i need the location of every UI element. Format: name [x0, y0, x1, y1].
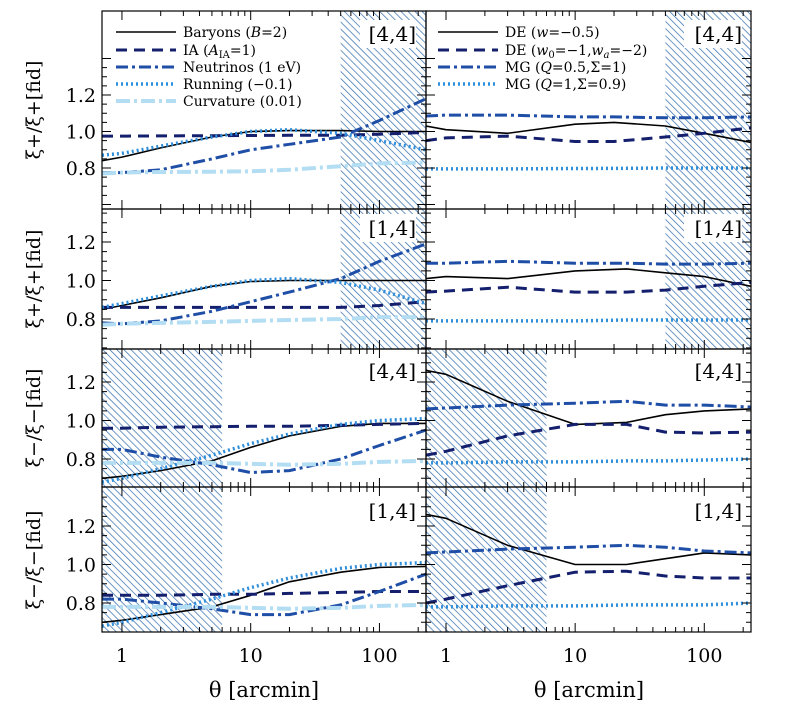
series-line-4	[426, 166, 751, 171]
series-line-2	[102, 421, 426, 430]
legend-label-de-w: DE (w=−0.5)	[505, 25, 600, 41]
series-line-2	[426, 422, 751, 457]
excluded-region	[102, 487, 223, 632]
x-tick-label: 1	[440, 645, 452, 667]
bin-label-left-row2: [1,4]	[369, 216, 416, 240]
series-line-1	[102, 422, 426, 480]
x-tick-label: 100	[686, 645, 722, 667]
legend-right: DE (w=−0.5) DE (w0=−1,wa=−2) MG (Q=0.5,Σ…	[438, 25, 647, 93]
series-line-4	[102, 127, 426, 157]
y-tick-label: 1.0	[66, 555, 96, 577]
x-tick-label: 1	[116, 645, 128, 667]
series-line-2	[426, 569, 751, 605]
series-line-5	[102, 458, 426, 467]
legend-label-baryons: Baryons (B=2)	[183, 25, 287, 41]
bin-label-left-row3: [4,4]	[369, 359, 416, 383]
bin-labels: [4,4] [4,4] [1,4] [1,4] [4,4] [4,4] [1,4…	[360, 20, 742, 523]
panel-frame	[425, 486, 752, 633]
y-axis-title-row1: ξ+/ξ+[fid]	[23, 61, 45, 160]
legend-left: Baryons (B=2) IA (AIA=1) Neutrinos (1 eV…	[116, 25, 302, 110]
series-line-1	[426, 268, 751, 288]
y-tick-label: 1.0	[66, 271, 96, 293]
y-tick-label: 0.8	[66, 309, 96, 331]
series-line-4	[102, 560, 426, 628]
series-line-4	[426, 318, 751, 323]
series-line-1	[426, 513, 751, 566]
series-line-3	[426, 399, 751, 411]
series-line-2	[102, 130, 426, 138]
legend-label-mg-q05: MG (Q=0.5,Σ=1)	[505, 60, 626, 76]
y-axis-title-row3: ξ−/ξ−[fid]	[23, 369, 45, 468]
series-line-2	[102, 590, 426, 597]
series-line-5	[102, 602, 426, 611]
excluded-region	[426, 487, 547, 632]
series-line-3	[102, 428, 426, 474]
y-axis-title-row2: ξ+/ξ+[fid]	[23, 230, 45, 329]
x-axis-title-left: θ [arcmin]	[209, 678, 319, 702]
legend-label-running: Running (−0.1)	[183, 77, 292, 93]
bin-label-right-row1: [4,4]	[695, 22, 742, 46]
bin-label-left-row4: [1,4]	[369, 499, 416, 523]
x-tick-label: 100	[361, 645, 397, 667]
excluded-region	[426, 349, 547, 487]
y-tick-label: 1.2	[66, 372, 96, 394]
y-axis-titles: ξ+/ξ+[fid] ξ+/ξ+[fid] ξ−/ξ−[fid] ξ−/ξ−[f…	[23, 61, 45, 610]
legend-label-mg-q1: MG (Q=1,Σ=0.9)	[505, 77, 626, 93]
y-tick-label: 1.2	[66, 516, 96, 538]
y-tick-label: 1.0	[66, 122, 96, 144]
series-line-3	[102, 572, 426, 617]
series-line-2	[102, 300, 426, 309]
legend-label-ia: IA (AIA=1)	[183, 43, 256, 61]
series-line-2	[426, 126, 751, 143]
y-axis-title-row4: ξ−/ξ−[fid]	[23, 511, 45, 610]
bin-label-right-row4: [1,4]	[695, 499, 742, 523]
bin-label-bg	[360, 20, 416, 48]
legend-label-curvature: Curvature (0.01)	[183, 94, 302, 110]
series-line-3	[426, 259, 751, 266]
bin-label-bg	[360, 214, 416, 242]
series-line-5	[102, 315, 426, 327]
series-line-2	[426, 280, 751, 294]
axes: 0.8 1.0 1.2 0.8 1.0 1.2 0.8 1.0 1.2 0.8 1.0 1.2 1 10 1…	[66, 10, 752, 667]
y-tick-label: 0.8	[66, 449, 96, 471]
y-tick-label: 1.2	[66, 85, 96, 107]
series-line-1	[426, 121, 751, 144]
series-line-3	[426, 113, 751, 120]
series-line-4	[102, 416, 426, 484]
y-tick-label: 0.8	[66, 158, 96, 180]
bin-label-bg	[684, 214, 742, 242]
y-tick-label: 0.8	[66, 593, 96, 615]
x-tick-label: 10	[239, 645, 263, 667]
series-line-3	[426, 543, 751, 555]
series-line-1	[426, 369, 751, 426]
series-line-4	[426, 601, 751, 609]
bin-label-right-row3: [4,4]	[695, 359, 742, 383]
series-line-5	[102, 160, 426, 176]
legend-label-neutrinos: Neutrinos (1 eV)	[183, 60, 301, 76]
bin-label-left-row1: [4,4]	[369, 22, 416, 46]
legend-label-de-w0wa: DE (w0=−1,wa=−2)	[505, 43, 647, 61]
bin-label-right-row2: [1,4]	[695, 216, 742, 240]
series-line-4	[102, 276, 426, 310]
series-line-4	[426, 457, 751, 465]
x-tick-label: 10	[563, 645, 587, 667]
bin-label-bg	[684, 20, 742, 48]
y-tick-label: 1.2	[66, 232, 96, 254]
excluded-region	[102, 349, 223, 487]
y-tick-label: 1.0	[66, 411, 96, 433]
x-axis-title-right: θ [arcmin]	[534, 678, 644, 702]
data-curves	[102, 97, 751, 628]
